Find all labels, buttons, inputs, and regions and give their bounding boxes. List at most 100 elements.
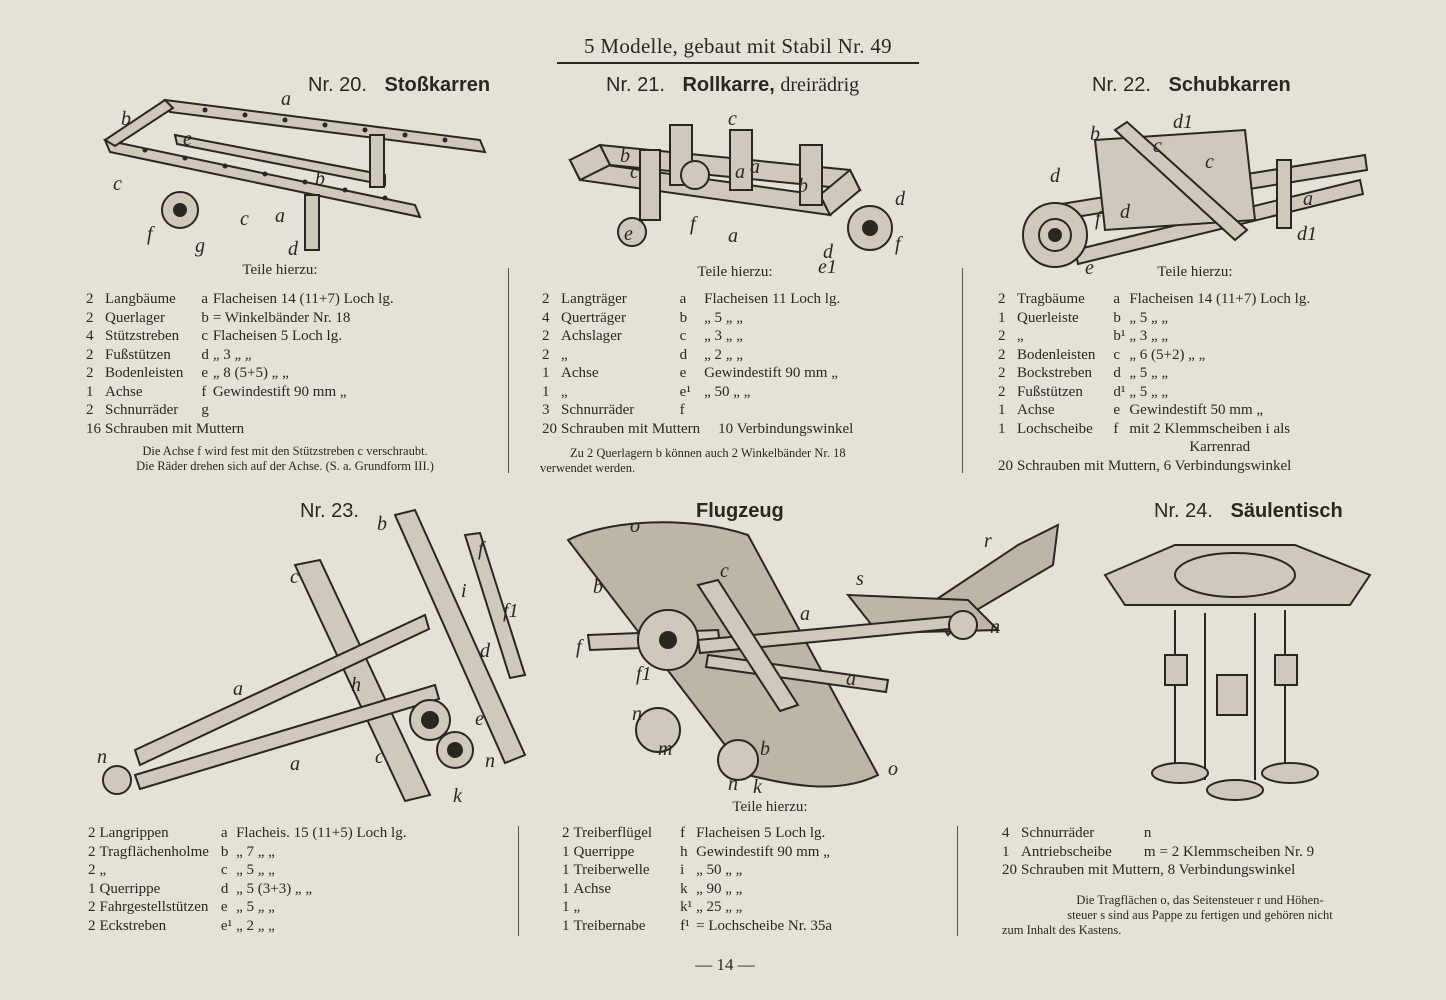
model-21-note: Zu 2 Querlagern b können auch 2 Winkelbä… — [540, 446, 846, 475]
label-n: n — [632, 703, 642, 725]
label-a: a — [750, 156, 760, 178]
page-header: 5 Modelle, gebaut mit Stabil Nr. 49 — [584, 34, 892, 58]
label-d: d — [1050, 165, 1061, 187]
label-a: a — [800, 603, 810, 625]
model-22-teile-label: Teile hierzu: — [1157, 264, 1233, 280]
model-21-name-suffix: dreirädrig — [780, 74, 860, 96]
model-21-name: Rollkarre, — [682, 74, 775, 96]
model-23-illustration: b f c i f1 d a h e a c n n k — [97, 508, 527, 805]
label-f: f — [1095, 208, 1103, 230]
model-24-illustration — [1103, 544, 1372, 801]
model-20-name: Stoßkarren — [384, 74, 491, 96]
page-number: — 14 — — [695, 955, 755, 974]
label-f: f — [478, 538, 486, 560]
table-row: 1„k¹„ 25 „ „ — [562, 899, 743, 915]
label-c: c — [1153, 135, 1162, 157]
label-d: d — [480, 640, 491, 662]
label-f1: f1 — [636, 663, 652, 685]
label-b: b — [121, 108, 131, 130]
column-divider — [957, 826, 958, 936]
label-e1: e1 — [818, 256, 837, 275]
model-24-title: Nr. 24. Säulentisch — [1154, 500, 1343, 523]
model-20-teile-label: Teile hierzu: — [242, 262, 318, 278]
label-c: c — [630, 161, 639, 183]
model-24-number: Nr. 24. — [1154, 500, 1213, 522]
label-s: s — [856, 568, 864, 590]
model-23-title: Nr. 23. — [300, 500, 359, 523]
label-a: a — [275, 205, 285, 227]
flugzeug-illustration: o r b c s a f n f1 a n m b k n o — [566, 515, 1060, 795]
label-g: g — [195, 235, 205, 257]
label-c: c — [1205, 151, 1214, 173]
model-24-name: Säulentisch — [1230, 500, 1343, 522]
table-row: Karrenrad — [1189, 439, 1251, 455]
label-b: b — [377, 513, 387, 535]
label-e: e — [624, 223, 633, 245]
label-d: d — [895, 188, 906, 210]
label-b: b — [798, 175, 808, 197]
label-f1: f1 — [503, 600, 519, 622]
label-r: r — [984, 530, 992, 552]
label-d1: d1 — [1173, 111, 1193, 133]
label-n: n — [485, 750, 495, 772]
label-a: a — [846, 668, 856, 690]
label-c: c — [290, 566, 299, 588]
table-row: 2„b¹„ 3 „ „ — [998, 328, 1169, 344]
header-rule — [557, 62, 919, 64]
label-f: f — [895, 233, 903, 255]
model-21-title: Nr. 21. Rollkarre, dreirädrig — [606, 74, 859, 97]
model-22-number: Nr. 22. — [1092, 74, 1151, 96]
label-c: c — [720, 560, 729, 582]
label-f: f — [147, 223, 155, 245]
label-a: a — [233, 678, 243, 700]
label-b: b — [593, 576, 603, 598]
label-f: f — [576, 636, 584, 658]
label-i: i — [461, 580, 467, 602]
label-b: b — [620, 145, 630, 167]
model-22-name: Schubkarren — [1168, 74, 1291, 96]
label-c: c — [113, 173, 122, 195]
label-n: n — [990, 616, 1000, 638]
table-row: 2„c„ 5 „ „ — [88, 862, 275, 878]
label-e: e — [183, 128, 192, 150]
label-c: c — [728, 108, 737, 130]
label-c: c — [240, 208, 249, 230]
flugzeug-teile-label: Teile hierzu: — [732, 799, 808, 815]
label-k: k — [453, 785, 463, 805]
model-20-number: Nr. 20. — [308, 74, 367, 96]
label-n: n — [97, 746, 107, 768]
flugzeug-title: Flugzeug — [696, 500, 784, 523]
label-d: d — [823, 241, 834, 263]
label-a: a — [728, 225, 738, 247]
table-row: 2„d„ 2 „ „ — [542, 346, 743, 363]
label-a: a — [735, 161, 745, 183]
